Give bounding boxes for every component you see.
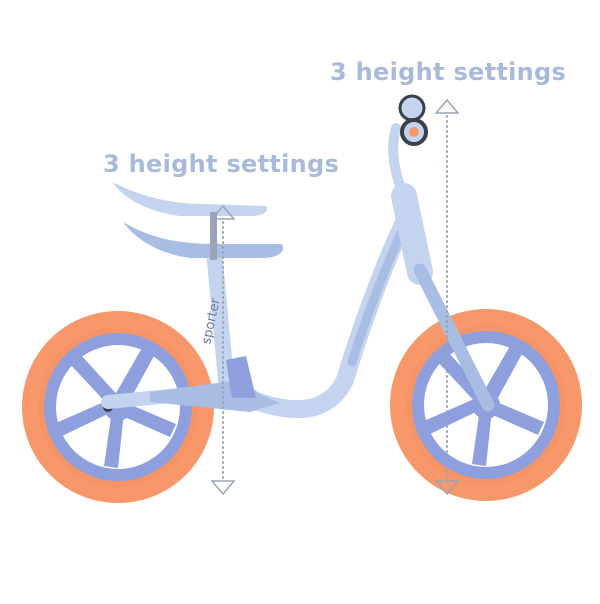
up-down-arrow-icon xyxy=(210,204,236,220)
seat-height-arrow xyxy=(210,204,236,496)
seat-height-label: 3 height settings xyxy=(103,150,340,178)
handlebar-height-label: 3 height settings xyxy=(330,58,567,86)
seat-upper xyxy=(112,182,268,216)
footrest xyxy=(150,356,280,412)
up-down-arrow-icon xyxy=(434,98,460,114)
seat-lower xyxy=(123,222,284,258)
handlebar-height-arrow xyxy=(434,98,460,496)
rear-spokes xyxy=(56,348,176,468)
bike-frame xyxy=(101,94,495,419)
handlebar-grip-back xyxy=(398,94,426,122)
